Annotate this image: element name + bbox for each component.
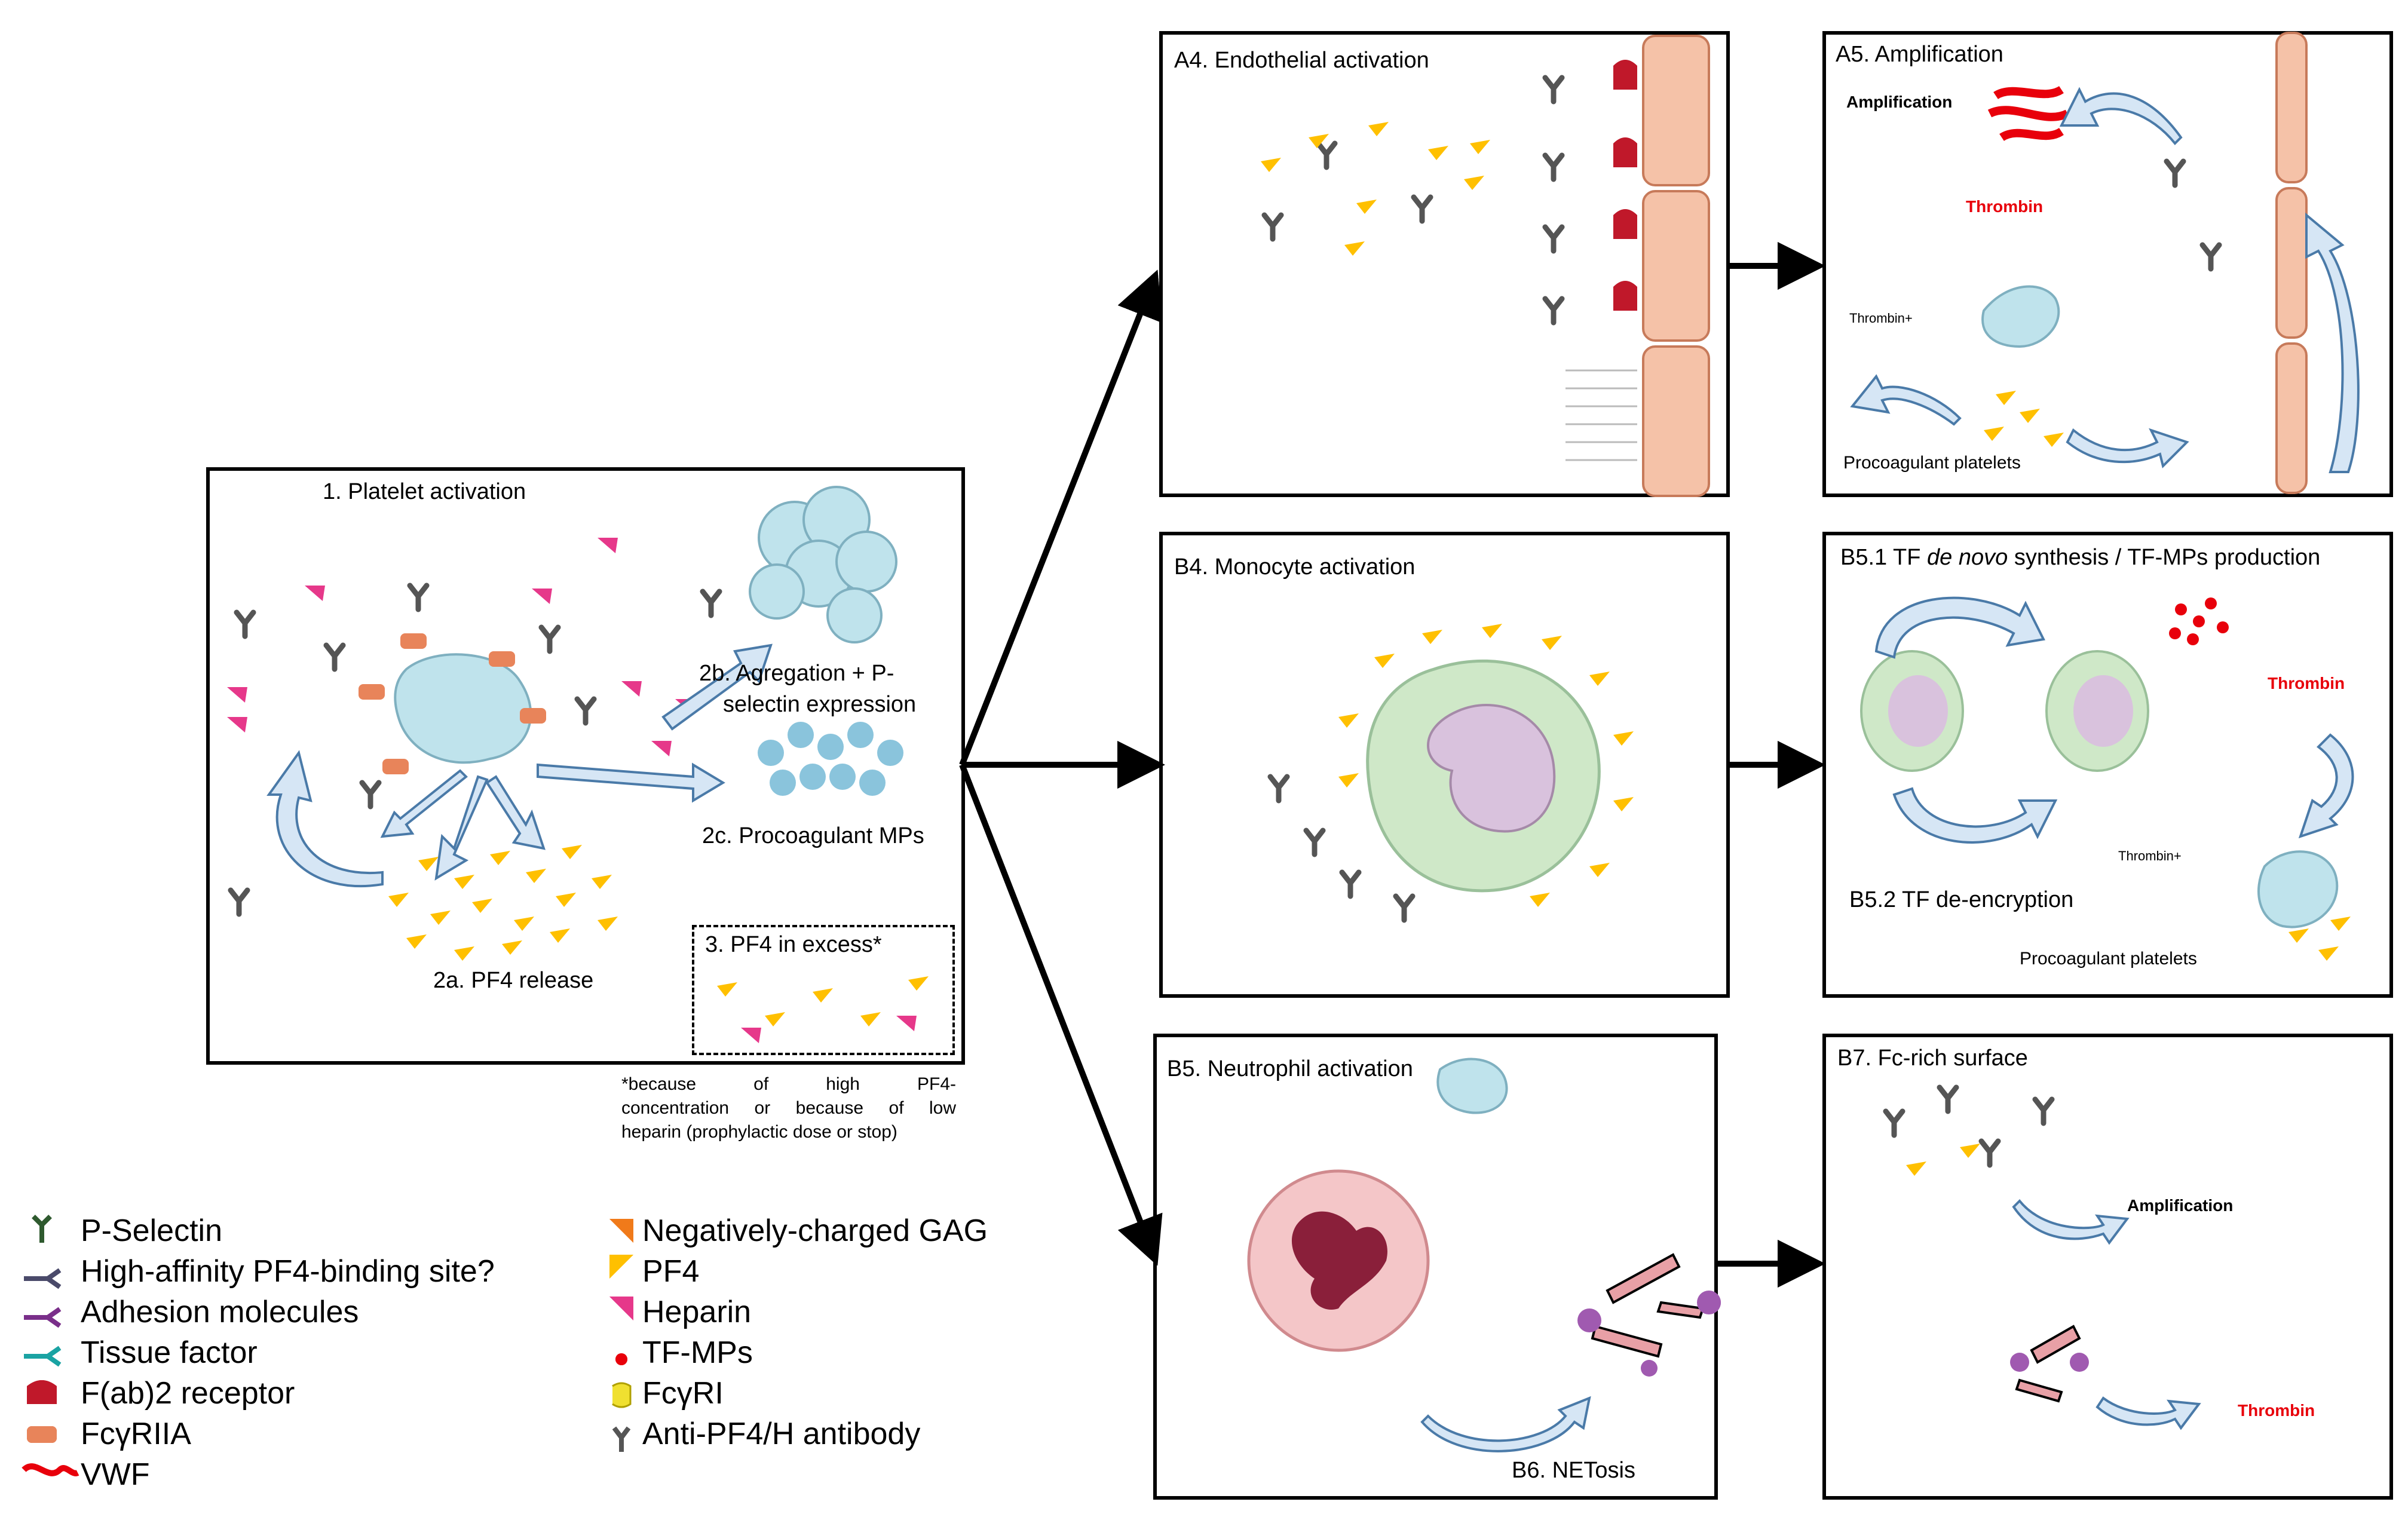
b7-amplification-label: Amplification <box>2127 1196 2234 1215</box>
legend-label: Negatively-charged GAG <box>642 1213 988 1248</box>
b6-netosis-label: B6. NETosis <box>1512 1458 1635 1483</box>
gag-icon <box>609 1219 633 1243</box>
a5-thrombin-plus-label: Thrombin+ <box>1849 311 1913 326</box>
legend-fcgri: FcγRI <box>642 1375 724 1411</box>
legend-fcgriia: FcγRIIA <box>81 1416 191 1452</box>
b4-title: B4. Monocyte activation <box>1174 554 1416 580</box>
a4-title: A4. Endothelial activation <box>1174 48 1429 73</box>
heparin-icon <box>609 1297 633 1320</box>
legend-label: Heparin <box>642 1295 752 1329</box>
legend-pf4: PF4 <box>642 1254 699 1289</box>
legend-label: PF4 <box>642 1254 700 1289</box>
legend-high-affinity: High-affinity PF4-binding site? <box>81 1254 495 1289</box>
a5-thrombin-label: Thrombin <box>1966 197 2044 216</box>
fcgri-icon <box>612 1382 632 1408</box>
legend-vwf: VWF <box>81 1457 150 1492</box>
legend-heparin: Heparin <box>642 1294 751 1330</box>
pf4-release-label: 2a. PF4 release <box>433 968 594 993</box>
b51-title-suffix: synthesis / TF-MPs production <box>2008 545 2321 570</box>
fab2-receptor-icon <box>27 1380 57 1404</box>
footnote-line1: *because of high PF4- <box>621 1074 956 1094</box>
footnote-line3: heparin (prophylactic dose or stop) <box>621 1122 897 1142</box>
panel-b4 <box>1159 532 1730 998</box>
a5-procoagulant-label: Procoagulant platelets <box>1843 453 2021 473</box>
b51-thrombin-plus-label: Thrombin+ <box>2118 848 2182 863</box>
fcgriia-icon <box>27 1426 57 1443</box>
adhesion-molecule-icon <box>24 1307 62 1328</box>
legend-label: Anti-PF4/H antibody <box>642 1417 921 1451</box>
legend-label: VWF <box>81 1457 150 1492</box>
legend-label: Adhesion molecules <box>81 1295 359 1329</box>
legend-p-selectin: P-Selectin <box>81 1213 222 1249</box>
b52-deencryption-label: B5.2 TF de-encryption <box>1849 887 2074 912</box>
legend-label: F(ab)2 receptor <box>81 1376 295 1411</box>
legend-label: Tissue factor <box>81 1335 258 1370</box>
panel-b7 <box>1822 1034 2393 1500</box>
b51-title-prefix: B5.1 TF <box>1840 545 1928 570</box>
legend-label: FcγRIIA <box>81 1417 191 1451</box>
platelet-activation-title: 1. Platelet activation <box>323 479 526 504</box>
legend-label: P-Selectin <box>81 1213 222 1248</box>
b5-title: B5. Neutrophil activation <box>1167 1056 1413 1081</box>
b51-title-italic: de novo <box>1927 545 2008 570</box>
high-affinity-site-icon <box>24 1268 62 1289</box>
b51-procoagulant-label: Procoagulant platelets <box>2020 949 2197 969</box>
panel-b51 <box>1822 532 2393 998</box>
b7-thrombin-label: Thrombin <box>2238 1401 2315 1420</box>
pf4-excess-footnote: *because of high PF4- concentration or b… <box>621 1072 956 1144</box>
b51-thrombin-label: Thrombin <box>2268 674 2345 692</box>
a5-title: A5. Amplification <box>1836 42 2003 67</box>
legend-label: FcγRI <box>642 1376 724 1411</box>
legend-label: High-affinity PF4-binding site? <box>81 1254 495 1289</box>
procoagulant-mps-label: 2c. Procoagulant MPs <box>702 823 924 848</box>
pf4-icon <box>609 1255 633 1279</box>
b51-title: B5.1 TF de novo synthesis / TF-MPs produ… <box>1840 545 2320 571</box>
b7-title: B7. Fc-rich surface <box>1837 1046 2028 1071</box>
aggregation-label-line1: 2b. Agregation + P- <box>699 661 894 686</box>
footnote-line2: concentration or because of low <box>621 1098 956 1118</box>
panel-a4 <box>1159 31 1730 497</box>
legend-tissue-factor: Tissue factor <box>81 1335 258 1371</box>
tf-mps-icon <box>615 1353 627 1365</box>
legend-adhesion: Adhesion molecules <box>81 1294 359 1330</box>
legend-fab2: F(ab)2 receptor <box>81 1375 295 1411</box>
a5-amplification-label: Amplification <box>1846 93 1953 111</box>
legend-antibody: Anti-PF4/H antibody <box>642 1416 920 1452</box>
p-selectin-icon <box>32 1215 52 1243</box>
aggregation-label-line2: selectin expression <box>723 692 917 717</box>
tissue-factor-icon <box>24 1346 62 1367</box>
legend-gag: Negatively-charged GAG <box>642 1213 988 1249</box>
vwf-icon <box>22 1463 79 1476</box>
antibody-icon <box>612 1426 631 1452</box>
pf4-excess-label: 3. PF4 in excess* <box>705 932 882 957</box>
panel-b5 <box>1153 1034 1718 1500</box>
legend-label: TF-MPs <box>642 1335 753 1370</box>
legend-tf-mps: TF-MPs <box>642 1335 753 1371</box>
